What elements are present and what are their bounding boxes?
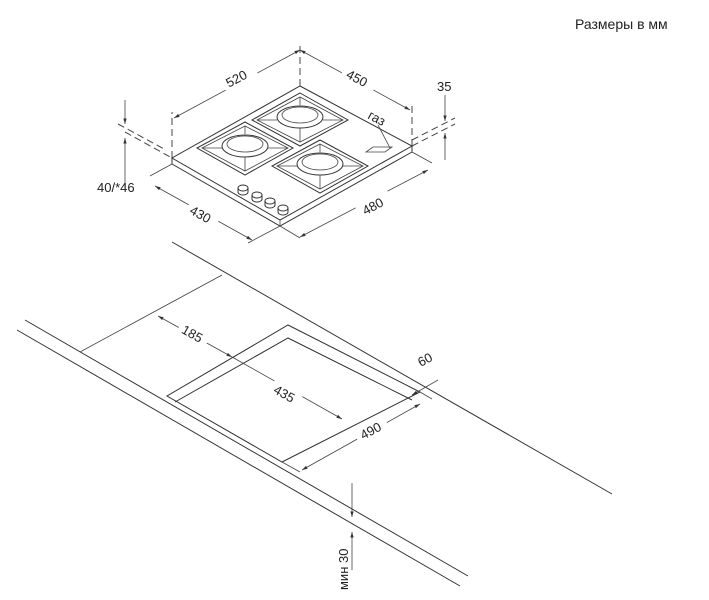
burner-right bbox=[270, 139, 370, 194]
dim-35: 35 bbox=[437, 79, 451, 94]
hob-drawing: газ 520 450 35 40/*46 430 480 bbox=[97, 45, 456, 244]
dim-60: 60 bbox=[415, 350, 435, 370]
cutout-inner bbox=[174, 337, 413, 403]
dim-40-46: 40/*46 bbox=[97, 180, 135, 195]
countertop-front-edge-bottom bbox=[16, 329, 461, 587]
countertop-drawing: 185 435 490 60 мин 30 bbox=[16, 241, 613, 590]
knob-icon bbox=[264, 197, 276, 209]
knob-icon bbox=[277, 204, 289, 216]
burner-left bbox=[195, 121, 295, 176]
countertop-front-edge-top bbox=[24, 319, 469, 577]
knob-icon bbox=[237, 184, 249, 196]
countertop-back-edge bbox=[171, 241, 613, 495]
gas-inlet-icon bbox=[364, 146, 394, 153]
dim-min-30: мин 30 bbox=[336, 549, 351, 590]
burner-back bbox=[250, 92, 350, 147]
knob-icon bbox=[251, 191, 263, 203]
gas-label: газ bbox=[366, 107, 389, 128]
units-title: Размеры в мм bbox=[575, 16, 668, 32]
